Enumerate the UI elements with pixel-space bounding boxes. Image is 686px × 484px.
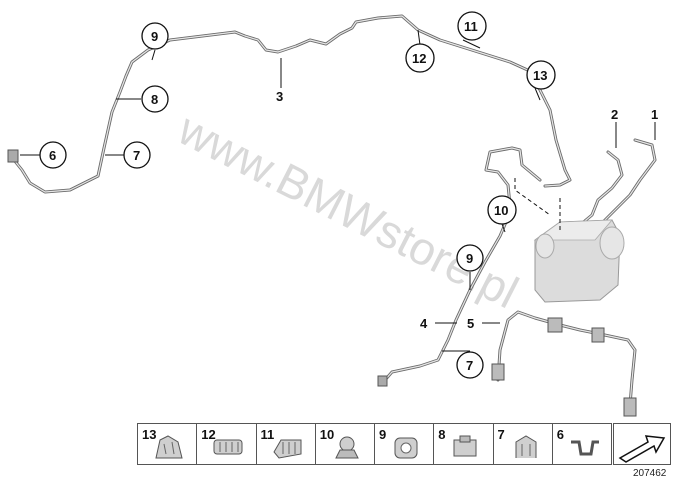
callout-11: 11 — [457, 11, 487, 41]
callout-7-lower: 7 — [456, 351, 484, 379]
abs-hydraulic-unit — [533, 219, 625, 303]
reference-number: 207462 — [633, 468, 667, 479]
legend-item-13: 13 — [137, 423, 197, 465]
callout-12: 12 — [405, 43, 435, 73]
callout-6: 6 — [39, 141, 67, 169]
callout-8: 8 — [141, 85, 169, 113]
holder-icon — [453, 435, 477, 457]
brake-hose — [491, 310, 637, 417]
callout-10: 10 — [487, 195, 517, 225]
svg-text:8: 8 — [151, 92, 158, 107]
svg-text:13: 13 — [533, 68, 547, 83]
svg-text:12: 12 — [412, 51, 426, 66]
callout-7-upper: 7 — [123, 141, 151, 169]
callout-13: 13 — [526, 60, 556, 90]
svg-text:7: 7 — [466, 358, 473, 373]
svg-text:9: 9 — [151, 29, 158, 44]
svg-text:7: 7 — [133, 148, 140, 163]
holder-icon — [394, 437, 418, 459]
svg-text:11: 11 — [464, 19, 478, 34]
bracket-icon — [570, 440, 599, 456]
leader-lines — [20, 29, 656, 352]
legend-item-8: 8 — [433, 423, 493, 465]
svg-text:9: 9 — [466, 251, 473, 266]
legend-item-7: 7 — [492, 423, 552, 465]
parts-legend: 13 12 11 10 9 8 — [137, 423, 612, 465]
callout-1: 1 — [651, 107, 658, 122]
dashed-connectors — [514, 178, 561, 230]
callout-9-upper: 9 — [141, 22, 169, 50]
feed-lines — [578, 138, 657, 227]
clip-icon — [213, 439, 243, 455]
clip-icon — [515, 435, 536, 458]
svg-text:10: 10 — [494, 203, 508, 218]
callout-4: 4 — [420, 316, 428, 331]
legend-item-12: 12 — [196, 423, 256, 465]
clip-icon — [155, 435, 183, 459]
callout-2: 2 — [611, 107, 618, 122]
legend-item-6: 6 — [551, 423, 612, 465]
legend-arrow-box — [613, 423, 671, 465]
clip-icon — [272, 439, 301, 459]
callout-9-lower: 9 — [456, 244, 484, 272]
svg-text:6: 6 — [49, 148, 56, 163]
legend-item-11: 11 — [255, 423, 315, 465]
callout-5: 5 — [467, 316, 474, 331]
arrow-icon — [618, 435, 666, 463]
legend-item-9: 9 — [374, 423, 434, 465]
upper-brake-line — [7, 14, 572, 194]
callout-3: 3 — [276, 89, 283, 104]
legend-item-10: 10 — [314, 423, 374, 465]
clip-icon — [334, 436, 359, 459]
